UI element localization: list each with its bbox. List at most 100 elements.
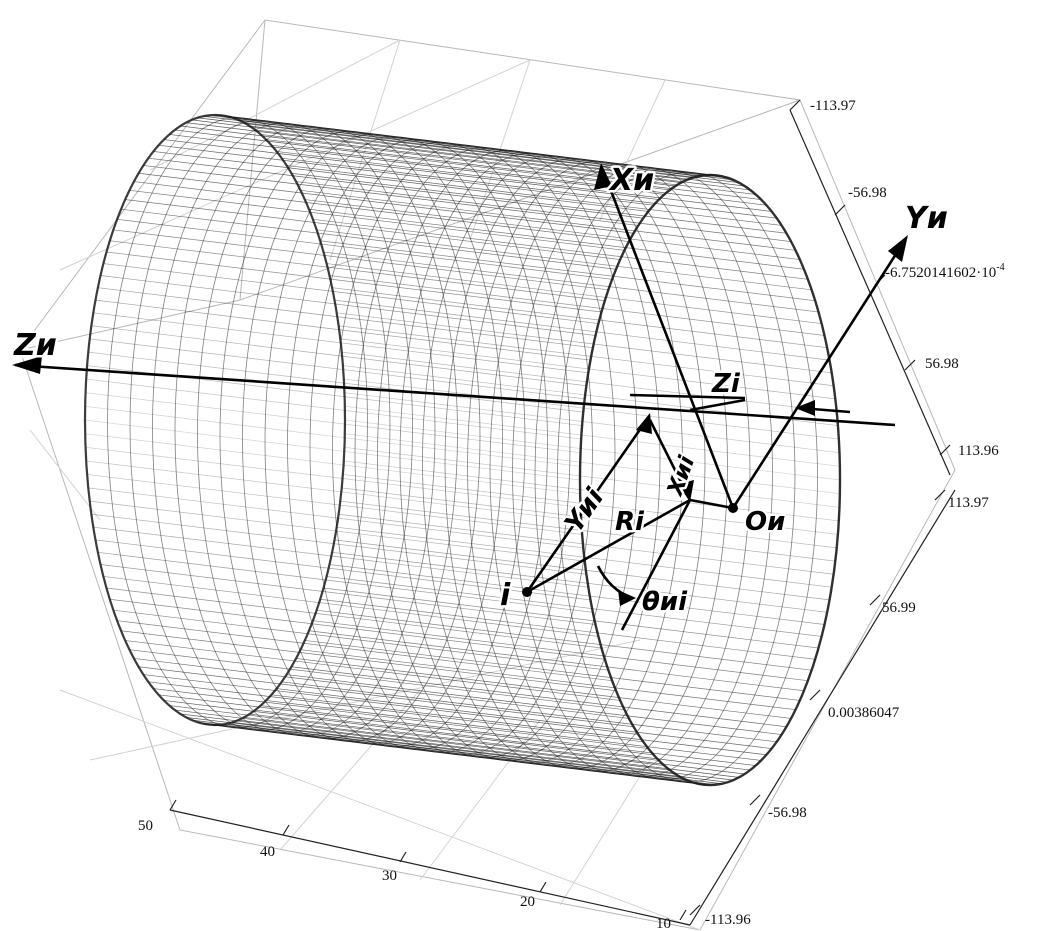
cylinder-longitudinal-line xyxy=(191,719,687,781)
lower-right-axis: 113.97 56.99 0.00386047 -56.98 -113.96 xyxy=(689,489,989,928)
right-axis-tick: 113.96 xyxy=(958,443,999,459)
bottom-axis-tick: 50 xyxy=(138,818,153,834)
cylinder-longitudinal-line xyxy=(308,630,805,692)
cylinder-longitudinal-line xyxy=(260,705,756,766)
lower-right-axis-tick: 0.00386047 xyxy=(828,705,900,721)
cylinder-longitudinal-line xyxy=(143,165,639,226)
label-angle: θиi xyxy=(642,587,688,617)
cylinder-longitudinal-line xyxy=(129,649,625,711)
cylinder-longitudinal-line xyxy=(163,700,659,761)
lower-right-axis-tick: 113.97 xyxy=(948,495,989,511)
cylinder-longitudinal-line xyxy=(243,717,739,778)
cylinder-longitudinal-line xyxy=(291,172,787,234)
y-axis-line xyxy=(731,239,907,509)
cylinder-longitudinal-line xyxy=(180,713,676,775)
cylinder-longitudinal-line xyxy=(113,609,609,671)
cylinder-longitudinal-line xyxy=(326,576,822,637)
cylinder-longitudinal-line xyxy=(266,139,762,200)
cylinder-longitudinal-line xyxy=(243,122,739,183)
cylinder-longitudinal-line xyxy=(304,199,800,260)
cylinder-longitudinal-line xyxy=(103,263,599,324)
x-axis-arrowhead xyxy=(594,163,612,190)
cylinder-longitudinal-line xyxy=(316,229,812,291)
cylinder-longitudinal-line xyxy=(320,598,816,660)
cylinder-longitudinal-line xyxy=(186,717,682,778)
cylinder-longitudinal-line xyxy=(158,144,654,206)
cylinder-longitudinal-line xyxy=(316,609,812,671)
cylinder-longitudinal-line xyxy=(271,144,767,206)
cylinder-longitudinal-line xyxy=(97,287,593,349)
label-z-axis: Zи xyxy=(13,328,57,363)
cylinder-longitudinal-line xyxy=(329,564,825,625)
cylinder-longitudinal-line xyxy=(332,287,828,349)
cylinder-longitudinal-line xyxy=(329,275,825,336)
cylinder-longitudinal-line xyxy=(85,392,581,454)
cylinder-longitudinal-line xyxy=(300,649,796,711)
cylinder-longitudinal-line xyxy=(197,721,693,783)
z-axis-line xyxy=(14,363,896,427)
cylinder-longitudinal-line xyxy=(226,723,722,785)
cylinder-longitudinal-line xyxy=(95,299,591,361)
cylinder-longitudinal-line xyxy=(106,587,602,649)
cylinder-longitudinal-line xyxy=(296,658,792,719)
zi-bracket xyxy=(629,393,746,400)
cylinder-longitudinal-line xyxy=(133,181,629,242)
cylinder-longitudinal-line xyxy=(138,172,634,234)
cylinder-longitudinal-line xyxy=(336,312,832,374)
cylinder-longitudinal-line xyxy=(153,151,649,212)
z-axis-arrowhead xyxy=(12,356,42,374)
cylinder-longitudinal-line xyxy=(117,620,613,682)
cylinder-longitudinal-line xyxy=(125,199,621,260)
cylinder-longitudinal-line xyxy=(286,165,782,226)
cylinder-longitudinal-line xyxy=(249,713,745,775)
cylinder-longitudinal-lines xyxy=(84,114,841,786)
cylinder-longitudinal-line xyxy=(120,208,617,270)
cylinder-longitudinal-line xyxy=(120,630,617,692)
origin-link xyxy=(689,498,734,510)
cylinder-longitudinal-line xyxy=(334,539,830,601)
cylinder-longitudinal-line xyxy=(320,240,816,302)
cylinder-longitudinal-line xyxy=(89,338,585,400)
cylinder-longitudinal-line xyxy=(209,114,705,176)
cylinder-longitudinal-line xyxy=(323,251,819,313)
cylinder-longitudinal-line xyxy=(255,129,751,191)
cylinder-longitudinal-line xyxy=(308,208,805,270)
cylinder-longitudinal-line xyxy=(143,674,639,735)
label-x-coord: Xиi xyxy=(662,452,700,500)
label-origin: Oи xyxy=(745,507,785,537)
cylinder-longitudinal-line xyxy=(344,392,840,454)
cylinder-longitudinal-line xyxy=(276,688,772,749)
cylinder-longitudinal-line xyxy=(95,539,591,601)
cylinder-longitudinal-line xyxy=(186,122,682,183)
cylinder-longitudinal-line xyxy=(138,666,634,728)
cylinder-longitudinal-line xyxy=(338,325,834,387)
cylinder-longitudinal-line xyxy=(276,151,772,212)
cylinder-longitudinal-line xyxy=(129,189,625,251)
cylinder-longitudinal-line xyxy=(169,705,665,766)
right-axis-tick: -56.98 xyxy=(848,185,887,201)
y-axis-arrowhead xyxy=(888,235,908,262)
cylinder-longitudinal-line xyxy=(148,157,644,219)
cylinder-longitudinal-line xyxy=(340,500,836,562)
bottom-axis-tick: 40 xyxy=(260,844,275,860)
cylinder-longitudinal-line xyxy=(341,351,837,413)
right-axis: -113.97 -56.98 -6.7520141602·10-4 56.98 … xyxy=(789,98,1005,476)
cylinder-longitudinal-line xyxy=(312,218,808,280)
cylinder-longitudinal-line xyxy=(85,446,581,508)
cylinder-longitudinal-line xyxy=(86,378,582,440)
cylinder-longitudinal-line xyxy=(232,117,728,179)
label-z-offset: Zi xyxy=(711,369,741,399)
cylinder-longitudinal-line xyxy=(344,446,840,508)
cylinder-longitudinal-line xyxy=(342,474,838,535)
cylinder-longitudinal-line xyxy=(343,460,839,522)
cylinder-longitudinal-line xyxy=(100,564,596,625)
cylinder-longitudinal-line xyxy=(97,551,593,613)
cylinder-longitudinal-line xyxy=(326,263,822,324)
cylinder-longitudinal-line xyxy=(93,312,589,374)
bottom-axis-tick: 20 xyxy=(520,894,535,910)
x-axis-line xyxy=(601,169,735,509)
bottom-axis-tick: 30 xyxy=(382,868,397,884)
cylinder-longitudinal-line xyxy=(106,251,602,313)
cylinder-longitudinal-line xyxy=(281,157,777,219)
cylinder-longitudinal-line xyxy=(334,299,830,361)
